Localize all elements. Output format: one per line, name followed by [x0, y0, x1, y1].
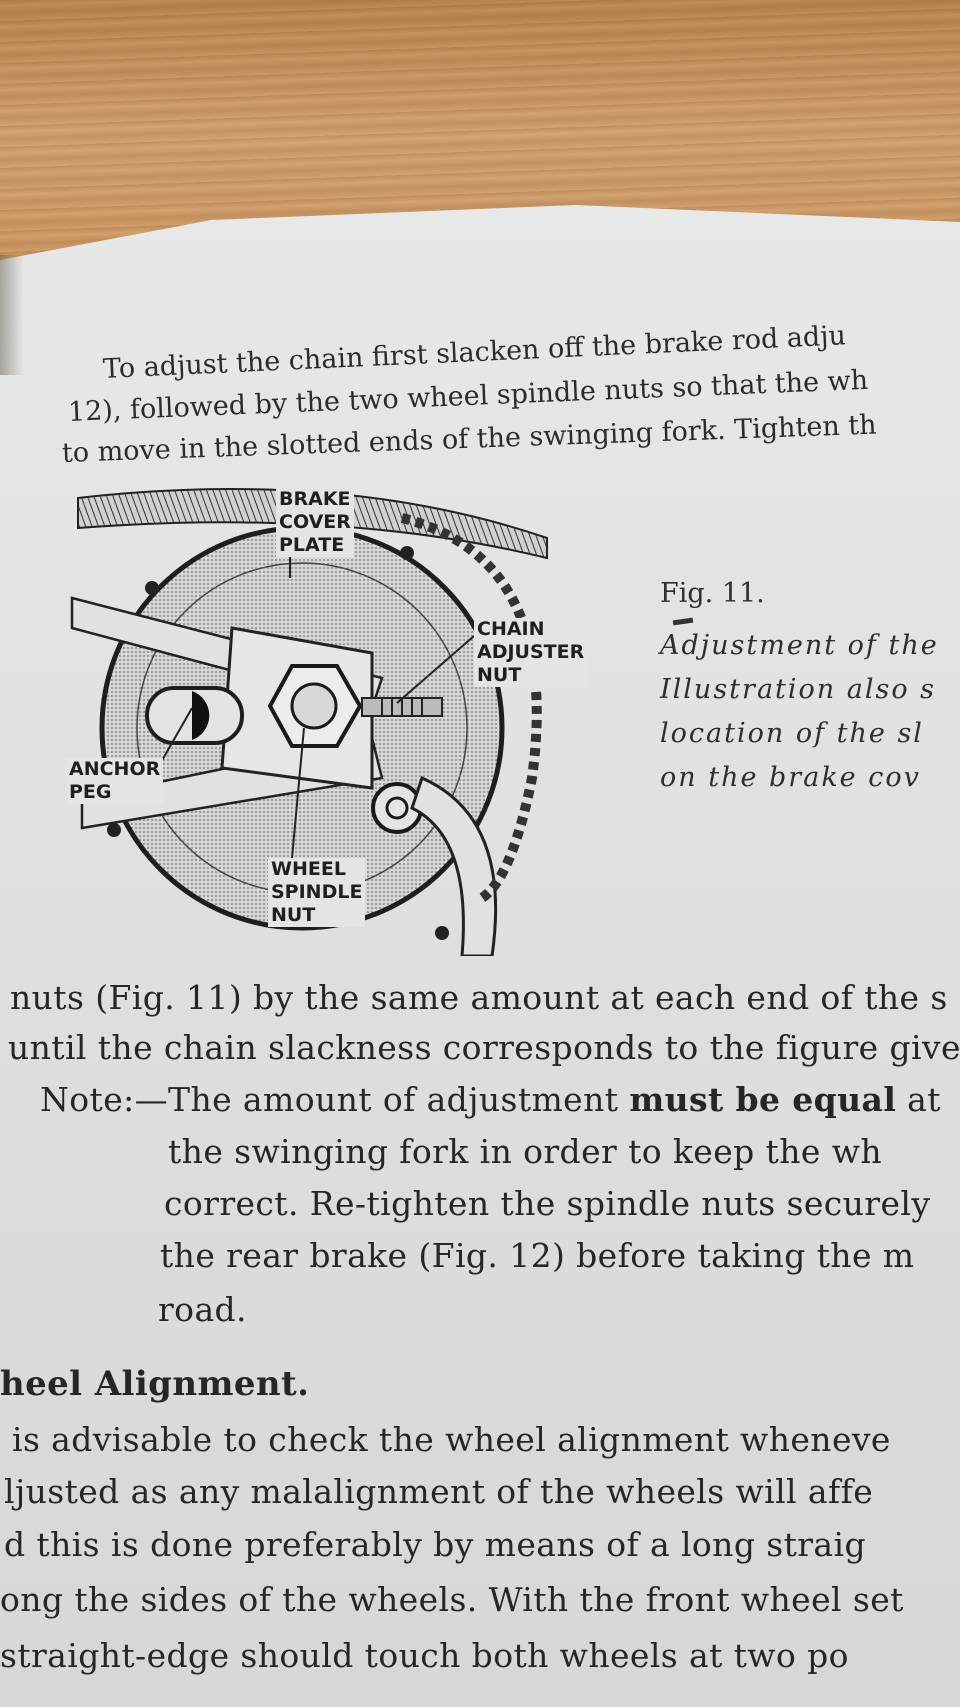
label-line: SPINDLE — [271, 881, 363, 903]
section-line: d this is done preferably by means of a … — [4, 1525, 866, 1564]
label-chain-adjuster-nut: CHAIN ADJUSTER NUT — [474, 618, 588, 687]
body-line: until the chain slackness corresponds to… — [8, 1028, 960, 1067]
label-line: ADJUSTER — [477, 641, 585, 663]
label-line: CHAIN — [477, 618, 545, 640]
section-line: is advisable to check the wheel alignmen… — [12, 1420, 891, 1459]
page-curl-shadow — [0, 255, 24, 375]
note-prefix: Note:—The amount of adjustment — [40, 1080, 630, 1119]
note-suffix: at — [896, 1080, 941, 1119]
note-continuation-line: correct. Re-tighten the spindle nuts sec… — [164, 1184, 931, 1223]
label-anchor-peg: ANCHOR PEG — [66, 758, 164, 804]
note-emphasis: must be equal — [629, 1080, 897, 1119]
figure-caption-line: Illustration also s — [660, 674, 937, 705]
section-line: ljusted as any malalignment of the wheel… — [4, 1472, 874, 1511]
book-page — [0, 205, 960, 1707]
label-wheel-spindle-nut: WHEEL SPINDLE NUT — [268, 858, 366, 927]
section-heading: heel Alignment. — [0, 1364, 310, 1404]
figure-caption-title: Fig. 11. — [660, 578, 765, 609]
note-continuation-line: road. — [158, 1290, 247, 1329]
note-line: Note:—The amount of adjustment must be e… — [40, 1080, 941, 1119]
label-line: PEG — [69, 781, 112, 803]
label-line: NUT — [477, 664, 522, 686]
label-line: NUT — [271, 904, 316, 926]
label-line: PLATE — [279, 534, 345, 556]
note-continuation-line: the swinging fork in order to keep the w… — [168, 1132, 882, 1171]
body-line: nuts (Fig. 11) by the same amount at eac… — [10, 978, 948, 1017]
label-brake-cover-plate: BRAKE COVER PLATE — [276, 488, 354, 557]
figure-11-illustration: BRAKE COVER PLATE CHAIN ADJUSTER NUT ANC… — [42, 478, 602, 956]
label-line: BRAKE — [279, 488, 351, 510]
label-line: ANCHOR — [69, 758, 161, 780]
label-line: COVER — [279, 511, 351, 533]
section-line: ong the sides of the wheels. With the fr… — [0, 1580, 904, 1619]
figure-caption-line: Adjustment of the — [660, 630, 939, 661]
section-line: straight-edge should touch both wheels a… — [0, 1636, 849, 1675]
label-line: WHEEL — [271, 858, 346, 880]
rear-wheel-hub-drawing — [70, 488, 548, 956]
figure-caption-line: location of the sl — [660, 718, 924, 749]
figure-caption-line: on the brake cov — [660, 762, 921, 793]
note-continuation-line: the rear brake (Fig. 12) before taking t… — [160, 1236, 915, 1275]
